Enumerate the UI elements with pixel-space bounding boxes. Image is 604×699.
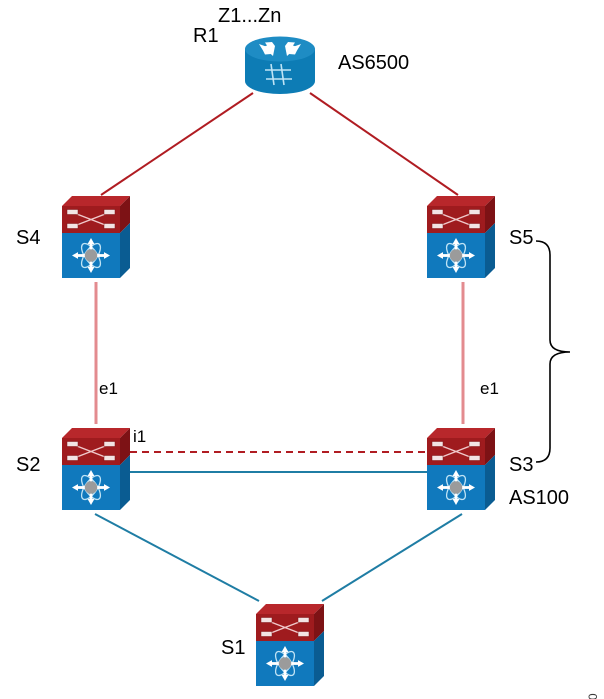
node-label-s3: S3 — [509, 454, 534, 476]
as100-brace-path — [535, 240, 571, 463]
annotation-zones: Z1...Zn — [218, 5, 282, 27]
link-label-i1: i1 — [133, 427, 147, 446]
node-label-s4: S4 — [16, 227, 41, 249]
link-r1-s5 — [309, 92, 459, 196]
annotation-as6500: AS6500 — [338, 52, 410, 74]
document-id: 353580 — [586, 693, 600, 699]
switch-icon-s2[interactable] — [61, 427, 131, 511]
link-r1-s4 — [100, 92, 254, 196]
switch-icon-s1[interactable] — [255, 603, 325, 687]
switch-icon-s3[interactable] — [426, 427, 496, 511]
node-label-r1: R1 — [193, 25, 219, 47]
links-layer — [94, 92, 465, 602]
link-label-e1-left: e1 — [99, 379, 118, 398]
link-s3-s1 — [321, 513, 463, 602]
link-label-e1-right: e1 — [480, 379, 499, 398]
node-label-s1: S1 — [221, 637, 246, 659]
node-label-s2: S2 — [16, 454, 41, 476]
node-label-s5: S5 — [509, 227, 534, 249]
node-icons-layer — [61, 36, 496, 687]
annotation-as100: AS100 — [509, 487, 570, 509]
switch-icon-s5[interactable] — [426, 195, 496, 279]
link-s2-s1 — [94, 513, 260, 602]
router-icon-r1[interactable] — [244, 36, 316, 95]
switch-icon-s4[interactable] — [61, 195, 131, 279]
as100-brace — [535, 240, 571, 463]
